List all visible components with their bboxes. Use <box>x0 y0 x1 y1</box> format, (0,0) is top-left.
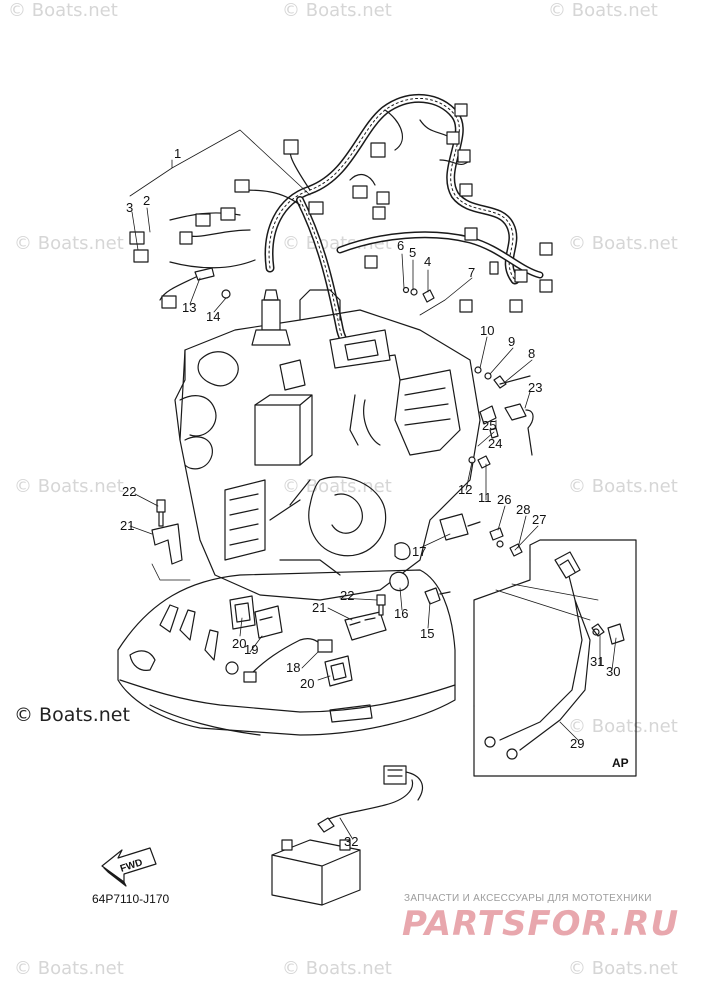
washer-10 <box>474 366 482 374</box>
callout-16: 16 <box>394 606 408 621</box>
callout-18: 18 <box>286 660 300 675</box>
sensor-15 <box>424 587 451 605</box>
callout-8: 8 <box>528 346 535 361</box>
watermark-bottom-left: © Boats.net <box>14 958 124 979</box>
fuse-holder-19 <box>254 605 283 639</box>
watermark-strong-left: © Boats.net <box>14 704 130 726</box>
callout-3: 3 <box>126 200 133 215</box>
watermark-top-left: © Boats.net <box>8 0 118 21</box>
callout-26: 26 <box>497 492 511 507</box>
bolt-4 <box>422 289 435 303</box>
callout-14: 14 <box>206 309 220 324</box>
bolt-22-right <box>376 594 386 616</box>
callout-12: 12 <box>458 482 472 497</box>
washer-5 <box>410 288 418 296</box>
callout-21-right: 21 <box>312 600 326 615</box>
washer-31 <box>592 628 600 636</box>
battery-cable-29 <box>499 559 591 751</box>
watermark-bottom-center: © Boats.net <box>282 958 392 979</box>
bolt-30 <box>607 623 625 645</box>
grommet-misc <box>394 542 411 561</box>
callout-6: 6 <box>397 238 404 253</box>
washer-6 <box>402 286 410 294</box>
callout-leaders <box>129 129 617 839</box>
callout-15: 15 <box>420 626 434 641</box>
callout-13: 13 <box>182 300 196 315</box>
watermark-top-center: © Boats.net <box>282 0 392 21</box>
fwd-arrow <box>101 847 157 887</box>
callout-30: 30 <box>606 664 620 679</box>
callout-23: 23 <box>528 380 542 395</box>
bolt-27 <box>509 543 523 557</box>
watermark-mid-left: © Boats.net <box>14 476 124 497</box>
bolt-8 <box>493 375 531 389</box>
callout-24: 24 <box>488 436 502 451</box>
callout-1: 1 <box>174 146 181 161</box>
watermark-upper-left: © Boats.net <box>14 233 124 254</box>
callout-9: 9 <box>508 334 515 349</box>
shop-subtitle: ЗАПЧАСТИ И АКСЕССУАРЫ ДЛЯ МОТОТЕХНИКИ <box>404 893 652 904</box>
callout-21-left: 21 <box>120 518 134 533</box>
shop-logo: PARTSFOR.RU <box>402 904 680 944</box>
callout-22-left: 22 <box>122 484 136 499</box>
callout-2: 2 <box>143 193 150 208</box>
washer-9 <box>484 372 492 380</box>
callout-27: 27 <box>532 512 546 527</box>
diagram-code: 64P7110-J170 <box>92 892 170 906</box>
watermark-upper-center: © Boats.net <box>282 233 392 254</box>
callout-31: 31 <box>590 654 604 669</box>
battery-assembly <box>271 765 423 906</box>
callout-20-right: 20 <box>300 676 314 691</box>
part-26 <box>489 527 504 541</box>
callout-5: 5 <box>409 245 416 260</box>
callout-7: 7 <box>468 265 475 280</box>
callout-10: 10 <box>480 323 494 338</box>
engine-block <box>174 289 481 601</box>
sensor-17 <box>439 513 481 541</box>
watermark-top-right: © Boats.net <box>548 0 658 21</box>
washer-28 <box>496 540 504 548</box>
watermark-mid-right: © Boats.net <box>568 476 678 497</box>
callout-32: 32 <box>344 834 358 849</box>
callout-25: 25 <box>482 418 496 433</box>
clip-14 <box>221 289 231 299</box>
callout-22-right: 22 <box>340 588 354 603</box>
bracket-21-left <box>151 523 183 565</box>
clip-24 <box>479 405 497 425</box>
callout-17: 17 <box>412 544 426 559</box>
grommet-16 <box>389 571 409 592</box>
watermark-upper-right: © Boats.net <box>568 233 678 254</box>
bolt-11 <box>477 455 491 469</box>
sensor-13 <box>194 267 215 281</box>
callout-28: 28 <box>516 502 530 517</box>
bracket-21-right <box>344 611 387 641</box>
callout-19: 19 <box>244 642 258 657</box>
bolt-22-left <box>156 499 166 527</box>
inset-ap-box <box>473 539 637 777</box>
callout-29: 29 <box>570 736 584 751</box>
bolt-25 <box>489 427 499 439</box>
callout-numbers: 1 2 3 4 5 6 7 8 9 10 11 12 13 14 15 16 1… <box>120 146 620 849</box>
inset-label: AP <box>612 756 629 770</box>
part-23 <box>504 403 534 456</box>
callout-11: 11 <box>478 490 492 505</box>
small-parts <box>151 267 534 687</box>
watermark-lower-right: © Boats.net <box>568 716 678 737</box>
callout-4: 4 <box>424 254 431 269</box>
lower-cowling <box>117 569 456 736</box>
callout-20-left: 20 <box>232 636 246 651</box>
watermark-bottom-right: © Boats.net <box>568 958 678 979</box>
harness-connectors <box>129 103 553 313</box>
